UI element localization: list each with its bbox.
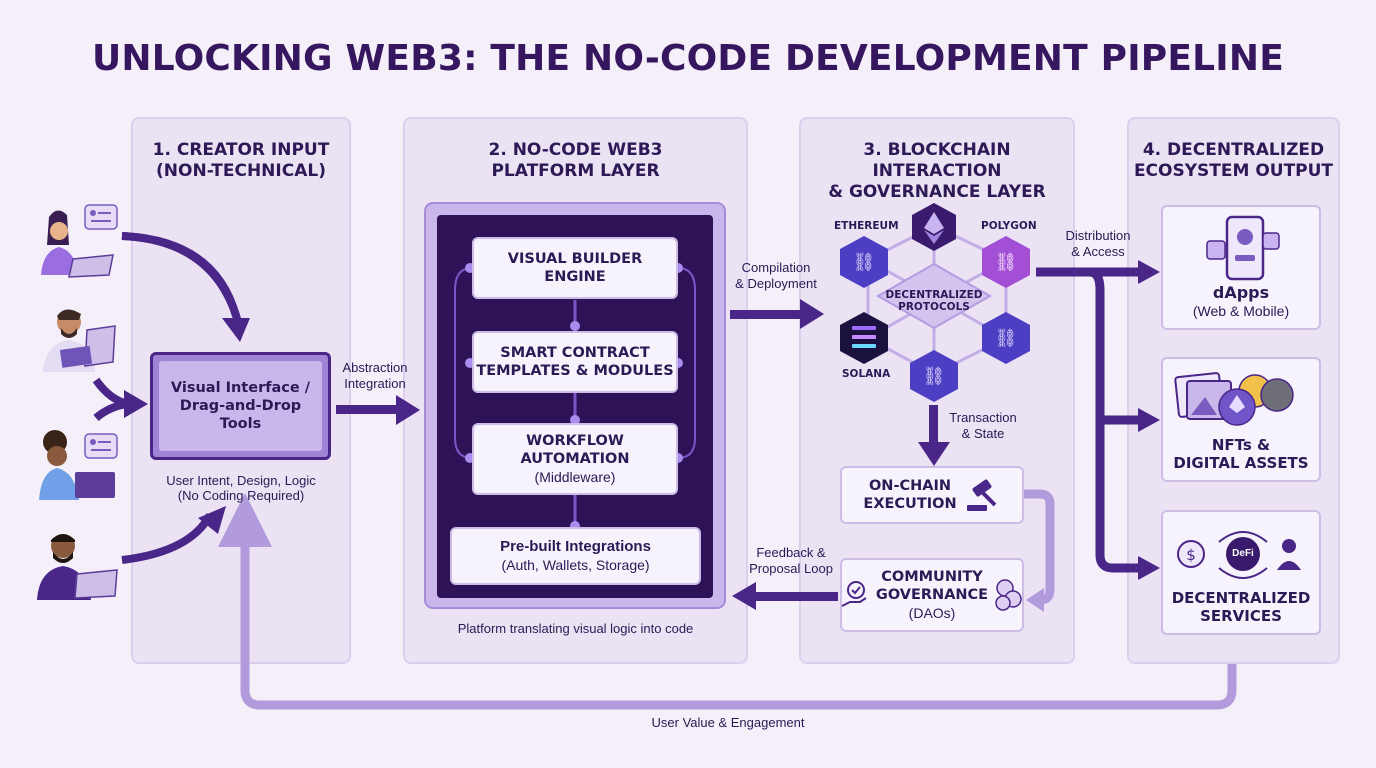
panel3-title: 3. BLOCKCHAIN INTERACTION & GOVERNANCE L… [828,140,1046,202]
diagram-title: UNLOCKING WEB3: THE NO-CODE DEVELOPMENT … [91,38,1285,79]
ethereum-label: ETHEREUM [834,220,899,232]
workflow-automation-module: WORKFLOW AUTOMATION (Middleware) [472,423,678,495]
hand-check-icon [841,581,867,607]
panel2-caption: Platform translating visual logic into c… [457,621,694,636]
dapps-label: dApps [1212,283,1270,302]
creator-man-tablet-icon [35,300,125,375]
creator-arrow-4 [121,512,214,564]
panel1-caption: User Intent, Design, Logic (No Coding Re… [166,473,316,503]
dapps-sub: (Web & Mobile) [1192,303,1290,319]
feedback-label: Feedback & Proposal Loop [749,545,833,576]
user-value-loop-arrow [218,493,1237,710]
services-box: $ DeFi DECENTRALIZED SERVICES [1161,510,1321,635]
creator-man-laptop-icon [35,528,125,603]
coins-icon [995,579,1022,611]
protocols-hub [875,262,993,330]
creator-arrow-2 [92,377,130,408]
svg-text:⛓: ⛓ [995,328,1018,349]
ethereum-node [912,203,956,251]
workflow-automation-sub: (Middleware) [534,469,616,485]
nft-gallery-icon [1174,372,1294,426]
smart-contract-module: SMART CONTRACT TEMPLATES & MODULES [472,331,678,393]
creator-woman-laptop-icon-2 [35,428,125,503]
integrations-label: Pre-built Integrations [500,538,651,555]
svg-text:$: $ [1186,546,1196,564]
user-value-label: User Value & Engagement [651,715,805,730]
community-governance-label: COMMUNITY GOVERNANCE [875,569,989,603]
on-chain-execution-label: ON-CHAIN EXECUTION [863,478,957,512]
polygon-node: ⛓ [982,236,1030,288]
community-governance-box: COMMUNITY GOVERNANCE (DAOs) [840,558,1024,632]
protocols-label: DECENTRALIZED PROTOCOLS [885,289,983,313]
defi-services-icon: $ [1177,531,1301,579]
chain-node-left-top: ⛓ [840,236,888,288]
workflow-automation-label: WORKFLOW AUTOMATION [520,433,630,467]
chain-node-right-bottom: ⛓ [982,312,1030,364]
visual-builder-module: VISUAL BUILDER ENGINE [472,237,678,299]
creator-woman-laptop-icon [35,204,125,280]
abstraction-label: Abstraction Integration [342,360,408,391]
gavel-icon [966,479,996,511]
visual-interface-label: Visual Interface / Drag-and-Drop Tools [170,380,311,432]
smart-contract-label: SMART CONTRACT TEMPLATES & MODULES [476,345,674,379]
nfts-box: NFTs & DIGITAL ASSETS [1161,357,1321,482]
polygon-label: POLYGON [981,220,1037,232]
integrations-sub: (Auth, Wallets, Storage) [501,557,650,573]
distribution-label: Distribution & Access [1065,228,1131,259]
community-governance-sub: (DAOs) [908,605,956,621]
mobile-dapp-icon [1206,215,1280,281]
svg-text:⛓: ⛓ [923,366,946,387]
panel1-title: 1. CREATOR INPUT (NON-TECHNICAL) [152,140,330,181]
visual-interface-box: Visual Interface / Drag-and-Drop Tools [150,352,331,460]
solana-node [840,312,888,364]
solana-label: SOLANA [842,368,891,380]
on-chain-execution-box: ON-CHAIN EXECUTION [840,466,1024,524]
svg-text:⛓: ⛓ [995,252,1018,273]
nfts-label: NFTs & DIGITAL ASSETS [1173,436,1309,472]
compilation-label: Compilation & Deployment [735,260,817,291]
panel4-title: 4. DECENTRALIZED ECOSYSTEM OUTPUT [1133,140,1334,181]
services-label: DECENTRALIZED SERVICES [1171,589,1311,625]
panel2-title: 2. NO-CODE WEB3 PLATFORM LAYER [488,140,663,181]
transaction-label: Transaction & State [949,410,1017,441]
dapps-box: dApps (Web & Mobile) [1161,205,1321,330]
integrations-module: Pre-built Integrations (Auth, Wallets, S… [450,527,701,585]
chain-node-bottom: ⛓ [910,350,958,402]
svg-text:⛓: ⛓ [853,252,876,273]
defi-label: DeFi [1232,548,1254,559]
visual-builder-label: VISUAL BUILDER ENGINE [507,251,643,285]
